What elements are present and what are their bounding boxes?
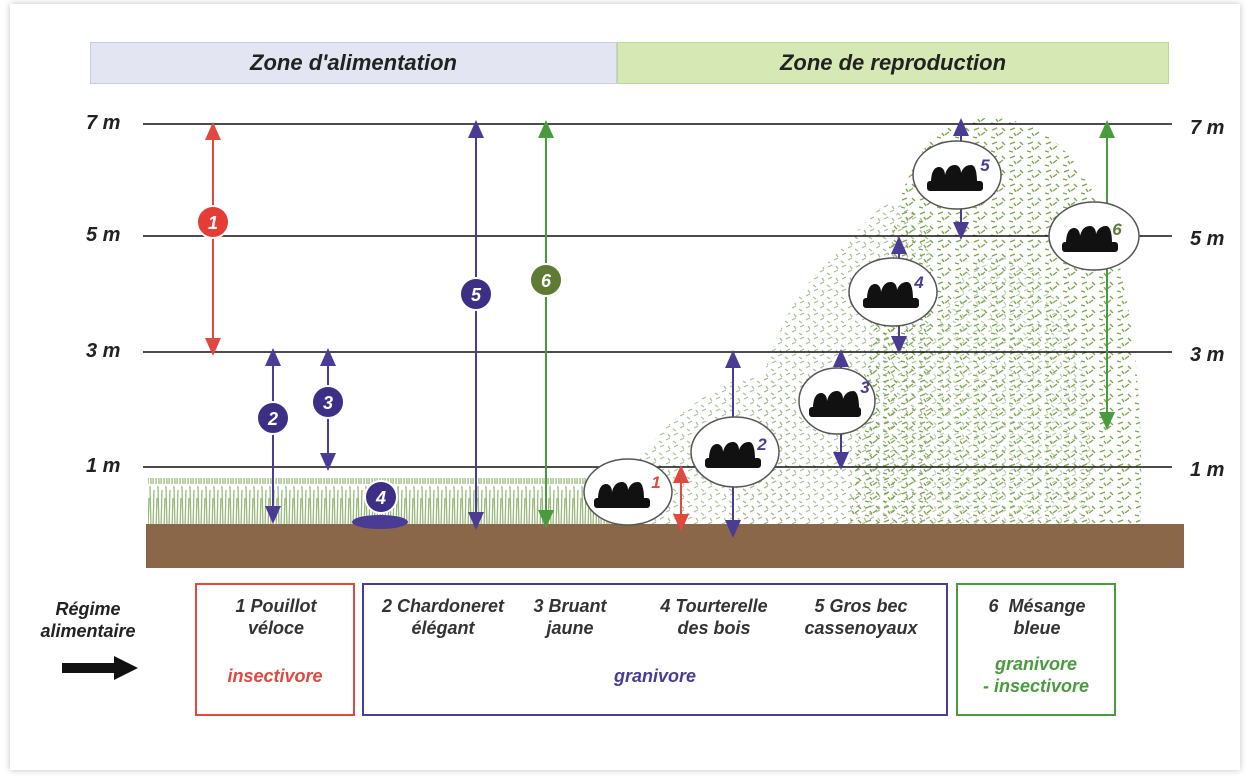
feeding-marker-4: 4 xyxy=(364,480,398,514)
nest-icon xyxy=(863,282,919,308)
bird-name-3: 3 Bruant jaune xyxy=(510,595,630,639)
nest-6-label: 6 xyxy=(1112,220,1122,239)
nest-2: 2 xyxy=(690,416,780,488)
feeding-marker-3-label: 3 xyxy=(323,393,333,413)
bird-name-4-line2: des bois xyxy=(677,618,751,638)
height-label-right-7m: 7 m xyxy=(1190,117,1225,139)
bird-name-3-line1: 3 Bruant xyxy=(533,596,607,616)
diet-mixed-line1: granivore xyxy=(994,654,1078,674)
bird-name-3-line2: jaune xyxy=(546,618,594,638)
nest-3: 3 xyxy=(798,367,876,435)
diet-mixed: granivore - insectivore xyxy=(958,653,1114,697)
bird-name-5: 5 Gros bec cassenoyaux xyxy=(786,595,936,639)
nest-1-label: 1 xyxy=(651,473,660,492)
diet-mixed-line2: - insectivore xyxy=(982,676,1090,696)
granivore-box: 2 Chardoneret élégant 3 Bruant jaune 4 T… xyxy=(362,583,948,716)
nest-icon xyxy=(594,482,650,508)
height-label-left-5m: 5 m xyxy=(86,224,121,246)
bird-name-4-line1: 4 Tourterelle xyxy=(660,596,768,616)
feeding-marker-5: 5 xyxy=(459,277,493,311)
ground-feeding-disc-4 xyxy=(352,515,408,529)
nest-2-label: 2 xyxy=(756,435,767,454)
diet-regime-label: Régime alimentaire xyxy=(40,599,136,641)
bird-name-1-line1: 1 Pouillot xyxy=(235,596,317,616)
insectivore-box: 1 Pouillot véloce insectivore xyxy=(195,583,355,716)
height-label-right-5m: 5 m xyxy=(1190,228,1225,250)
bird-name-6-line2: bleue xyxy=(1013,618,1061,638)
feeding-marker-1-label: 1 xyxy=(208,213,218,233)
feeding-marker-1: 1 xyxy=(196,205,230,239)
bird-name-1-line2: véloce xyxy=(247,618,305,638)
nest-5-label: 5 xyxy=(980,156,990,175)
diet-insectivore: insectivore xyxy=(227,666,323,686)
bird-name-2: 2 Chardoneret élégant xyxy=(368,595,518,639)
nest-icon xyxy=(1062,226,1118,252)
tree-canopy-light xyxy=(900,255,1092,526)
bird-name-6: 6 Mésange bleue xyxy=(962,595,1112,639)
bird-name-6-line1: 6 Mésange xyxy=(988,596,1086,616)
nest-icon xyxy=(927,165,983,191)
bird-name-5-line1: 5 Gros bec xyxy=(814,596,908,616)
height-label-left-1m: 1 m xyxy=(86,455,121,477)
bird-name-2-line2: élégant xyxy=(411,618,475,638)
feeding-marker-2: 2 xyxy=(256,401,290,435)
diet-granivore: granivore xyxy=(613,666,697,686)
nest-icon xyxy=(705,442,761,468)
bird-name-4: 4 Tourterelle des bois xyxy=(642,595,786,639)
nest-4-label: 4 xyxy=(913,273,924,292)
feeding-marker-6: 6 xyxy=(529,263,563,297)
ground xyxy=(146,524,1184,568)
breeding-zone-label: Zone de reproduction xyxy=(779,50,1007,75)
nest-1: 1 xyxy=(583,458,673,526)
feeding-zone-banner: Zone d'alimentation xyxy=(90,42,617,84)
nest-6: 6 xyxy=(1048,201,1140,271)
height-label-left-7m: 7 m xyxy=(86,112,121,134)
height-label-right-1m: 1 m xyxy=(1190,459,1225,481)
bird-name-1: 1 Pouillot véloce xyxy=(201,595,351,639)
bird-name-2-line1: 2 Chardoneret xyxy=(381,596,505,616)
breeding-zone-banner: Zone de reproduction xyxy=(617,42,1169,84)
diet-regime-arrow-icon xyxy=(62,656,138,680)
feeding-zone-label: Zone d'alimentation xyxy=(250,50,457,75)
height-label-right-3m: 3 m xyxy=(1190,344,1225,366)
nest-4: 4 xyxy=(848,257,938,327)
feeding-marker-4-label: 4 xyxy=(375,488,386,508)
nest-icon xyxy=(809,391,861,417)
nest-3-label: 3 xyxy=(860,378,870,397)
height-label-left-3m: 3 m xyxy=(86,340,121,362)
feeding-marker-3: 3 xyxy=(311,385,345,419)
nest-5: 5 xyxy=(912,140,1002,210)
mixed-diet-box: 6 Mésange bleue granivore - insectivore xyxy=(956,583,1116,716)
feeding-marker-6-label: 6 xyxy=(541,271,552,291)
bird-name-5-line2: cassenoyaux xyxy=(804,618,918,638)
feeding-marker-2-label: 2 xyxy=(267,409,278,429)
feeding-marker-5-label: 5 xyxy=(471,285,482,305)
